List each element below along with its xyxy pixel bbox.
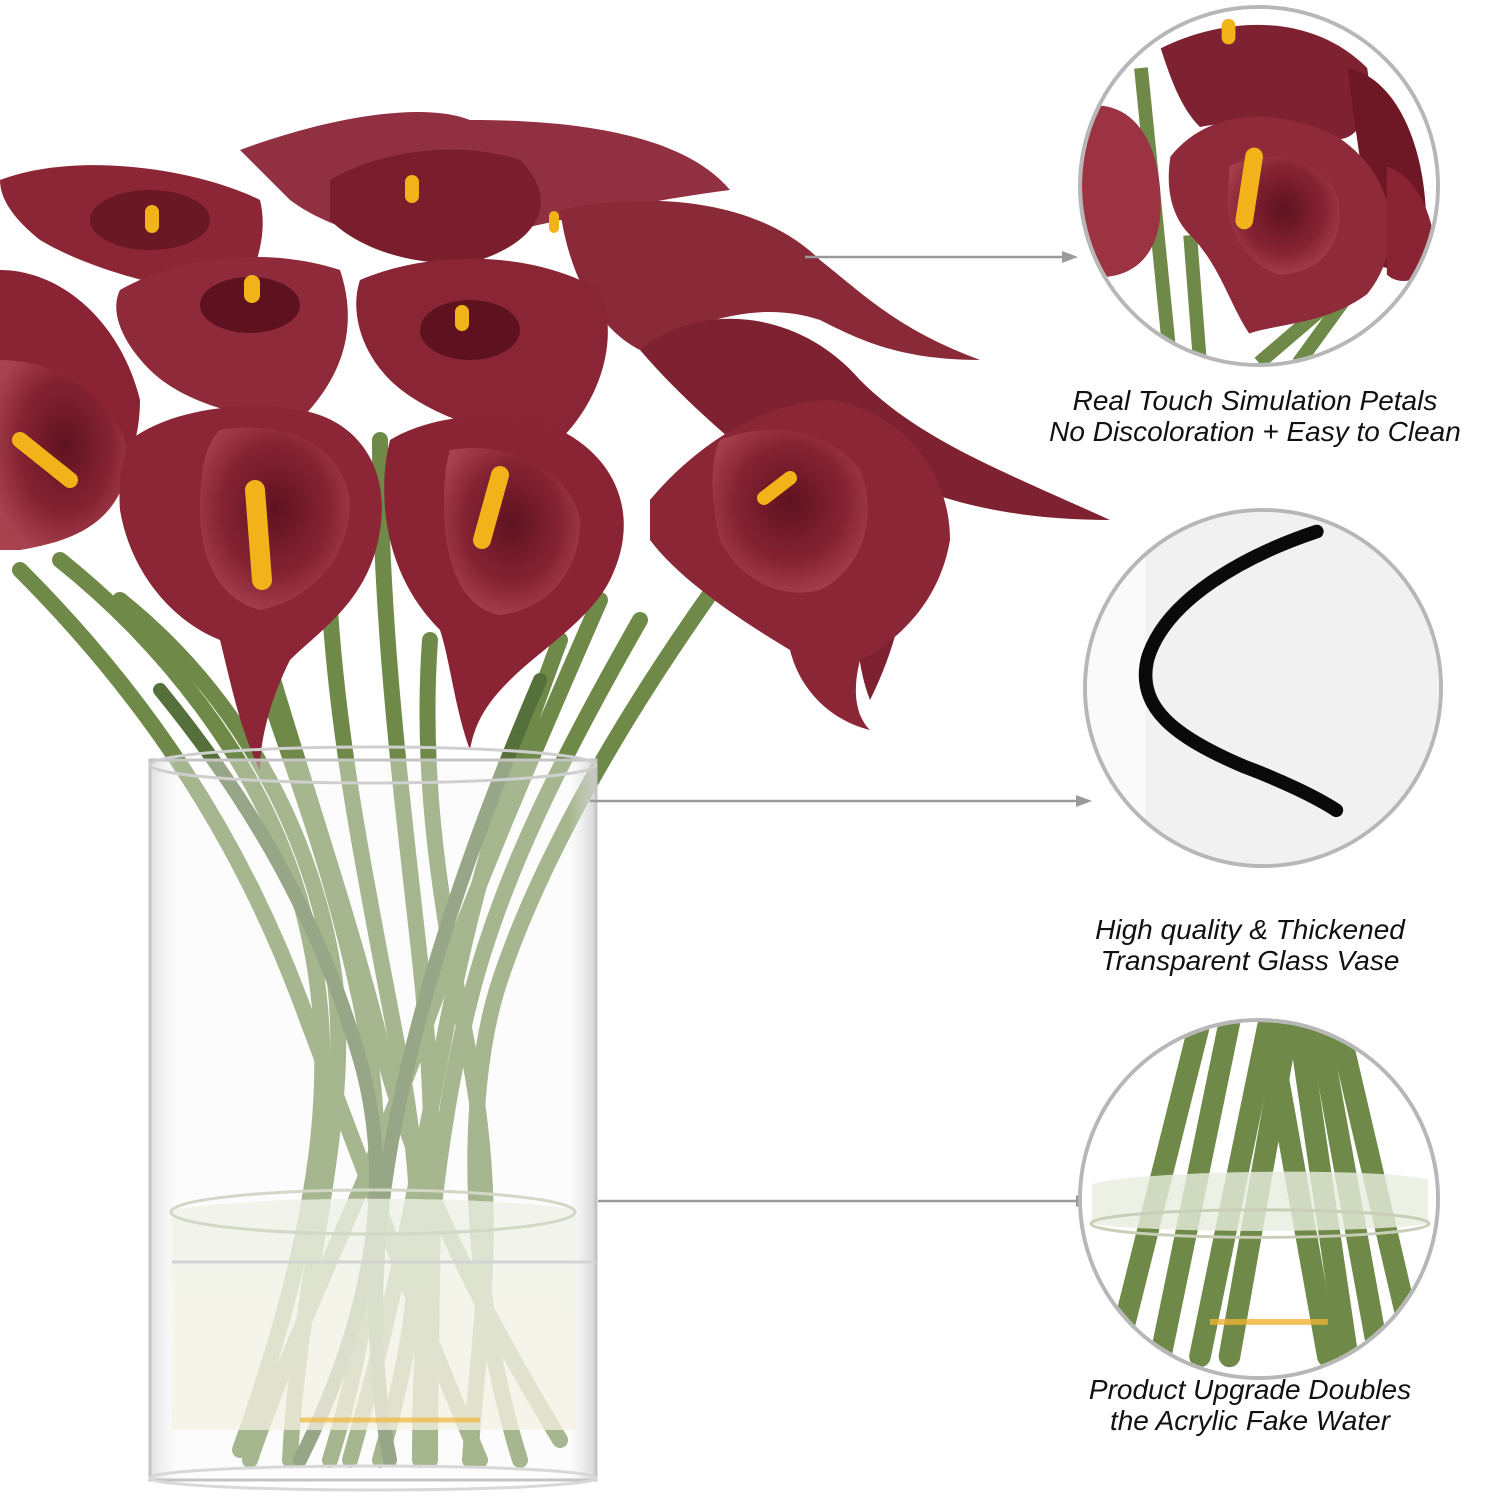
caption-petals-line-1: Real Touch Simulation Petals — [1072, 385, 1438, 416]
caption-petals-line-2: No Discoloration + Easy to Clean — [1049, 416, 1461, 447]
callout-glass — [1083, 508, 1443, 868]
callout-petals — [1078, 5, 1440, 367]
glass-rim-closeup-icon — [1087, 512, 1439, 864]
petal-closeup-icon — [1082, 9, 1436, 363]
caption-glass-line-2: Transparent Glass Vase — [1100, 945, 1400, 976]
callout-water — [1078, 1018, 1440, 1380]
caption-water: Product Upgrade Doubles the Acrylic Fake… — [1040, 1374, 1460, 1436]
caption-glass: High quality & Thickened Transparent Gla… — [1050, 914, 1450, 976]
caption-glass-line-1: High quality & Thickened — [1095, 914, 1405, 945]
caption-water-line-1: Product Upgrade Doubles — [1088, 1374, 1412, 1405]
fake-water-closeup-icon — [1082, 1022, 1436, 1376]
glass-vase — [148, 745, 598, 1492]
caption-water-line-2: the Acrylic Fake Water — [1109, 1405, 1391, 1436]
calla-lily-heads — [0, 111, 1110, 770]
caption-petals: Real Touch Simulation Petals No Discolor… — [1020, 385, 1490, 447]
